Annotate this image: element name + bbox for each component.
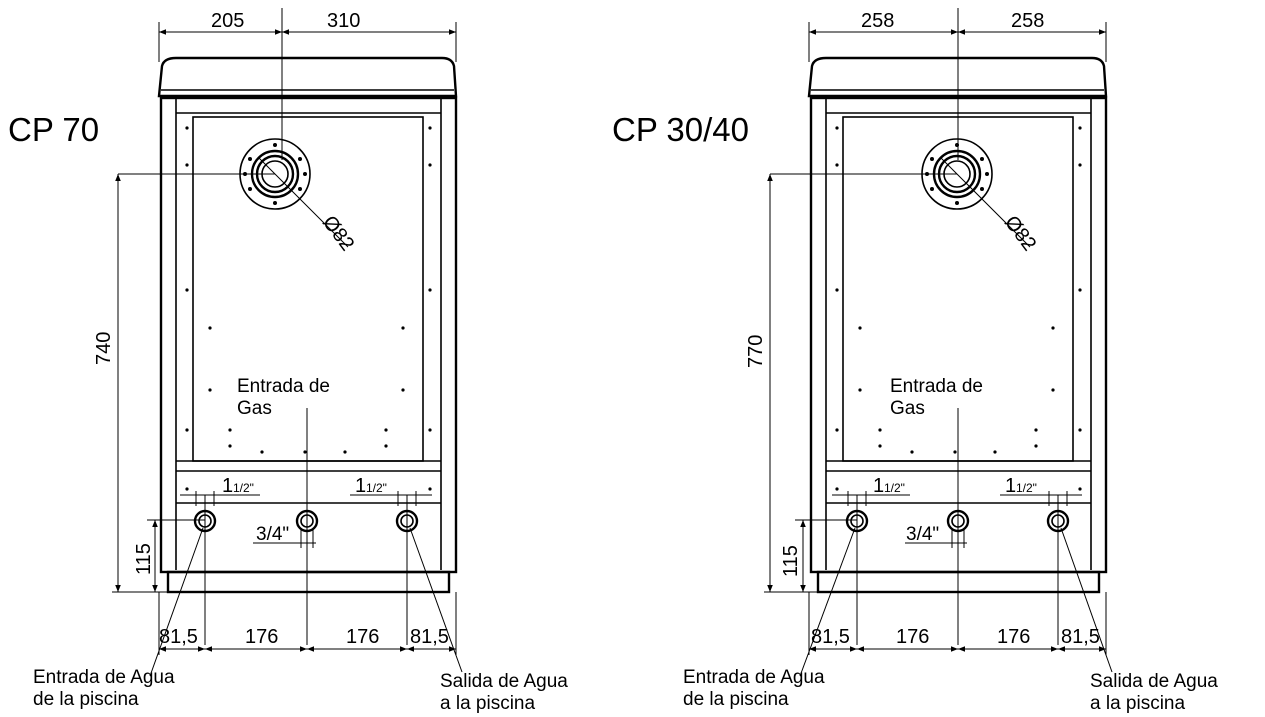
dim-bottom-4: 81,5: [410, 626, 449, 648]
dim-base: 115: [133, 543, 155, 575]
connections: 1 1/2" 1 1/2" 3/4": [180, 408, 432, 645]
connections: 1 1/2" 1 1/2" 3/4": [832, 408, 1082, 645]
dim-top-right: 258: [1011, 10, 1044, 32]
dim-base: 115: [780, 545, 802, 577]
conn-center-size: 3/4": [906, 524, 939, 545]
screw-dots: [835, 126, 1082, 491]
cabinet: [157, 56, 458, 594]
dim-bottom-3: 176: [997, 626, 1030, 648]
conn-left-size-frac: 1/2": [233, 481, 254, 495]
dim-top-left: 205: [211, 10, 244, 32]
conn-right-size-frac: 1/2": [366, 481, 387, 495]
water-in-line1: Entrada de Agua: [33, 667, 175, 688]
conn-left-size-frac: 1/2": [884, 481, 905, 495]
conn-left-size-whole: 1: [222, 475, 233, 497]
dim-bottom-2: 176: [245, 626, 278, 648]
gas-label-line2: Gas: [237, 398, 272, 419]
water-in-line2: de la piscina: [33, 689, 139, 710]
flue-diameter: Ø82: [1000, 212, 1040, 255]
conn-left-size-whole: 1: [873, 475, 884, 497]
gas-label-line1: Entrada de: [237, 376, 330, 397]
top-dimension: 258 258: [808, 8, 1107, 160]
dim-bottom-2: 176: [896, 626, 929, 648]
dim-bottom-1: 81,5: [159, 626, 198, 648]
conn-right-size-whole: 1: [1005, 475, 1016, 497]
water-out-line2: a la piscina: [1090, 693, 1185, 714]
dim-bottom-3: 176: [346, 626, 379, 648]
conn-right-size-frac: 1/2": [1016, 481, 1037, 495]
water-in-line2: de la piscina: [683, 689, 789, 710]
conn-right-size-whole: 1: [355, 475, 366, 497]
model-label: CP 30/40: [612, 111, 749, 148]
water-out-line1: Salida de Agua: [1090, 671, 1218, 692]
gas-label-line2: Gas: [890, 398, 925, 419]
conn-center-size: 3/4": [256, 524, 289, 545]
unit-cp70: CP 70 205 310: [8, 8, 568, 714]
dim-top-right: 310: [327, 10, 360, 32]
dim-bottom-1: 81,5: [811, 626, 850, 648]
bottom-dimension: 81,5 176 176 81,5: [808, 592, 1107, 655]
bottom-dimension: 81,5 176 176 81,5: [158, 592, 457, 655]
dim-height: 770: [745, 335, 767, 368]
water-in-line1: Entrada de Agua: [683, 667, 825, 688]
height-dimension: 770: [745, 174, 818, 593]
top-dimension: 205 310: [158, 8, 457, 160]
dim-top-left: 258: [861, 10, 894, 32]
screw-dots: [185, 126, 432, 491]
flue-diameter: Ø82: [318, 212, 358, 255]
water-out-line1: Salida de Agua: [440, 671, 568, 692]
dim-bottom-4: 81,5: [1061, 626, 1100, 648]
model-label: CP 70: [8, 111, 99, 148]
flue-outlet: Ø82: [118, 138, 358, 255]
water-out-line2: a la piscina: [440, 693, 535, 714]
dim-height: 740: [93, 332, 115, 365]
height-dimension: 740: [93, 174, 168, 593]
unit-cp3040: CP 30/40 258 258: [612, 8, 1218, 714]
gas-label-line1: Entrada de: [890, 376, 983, 397]
